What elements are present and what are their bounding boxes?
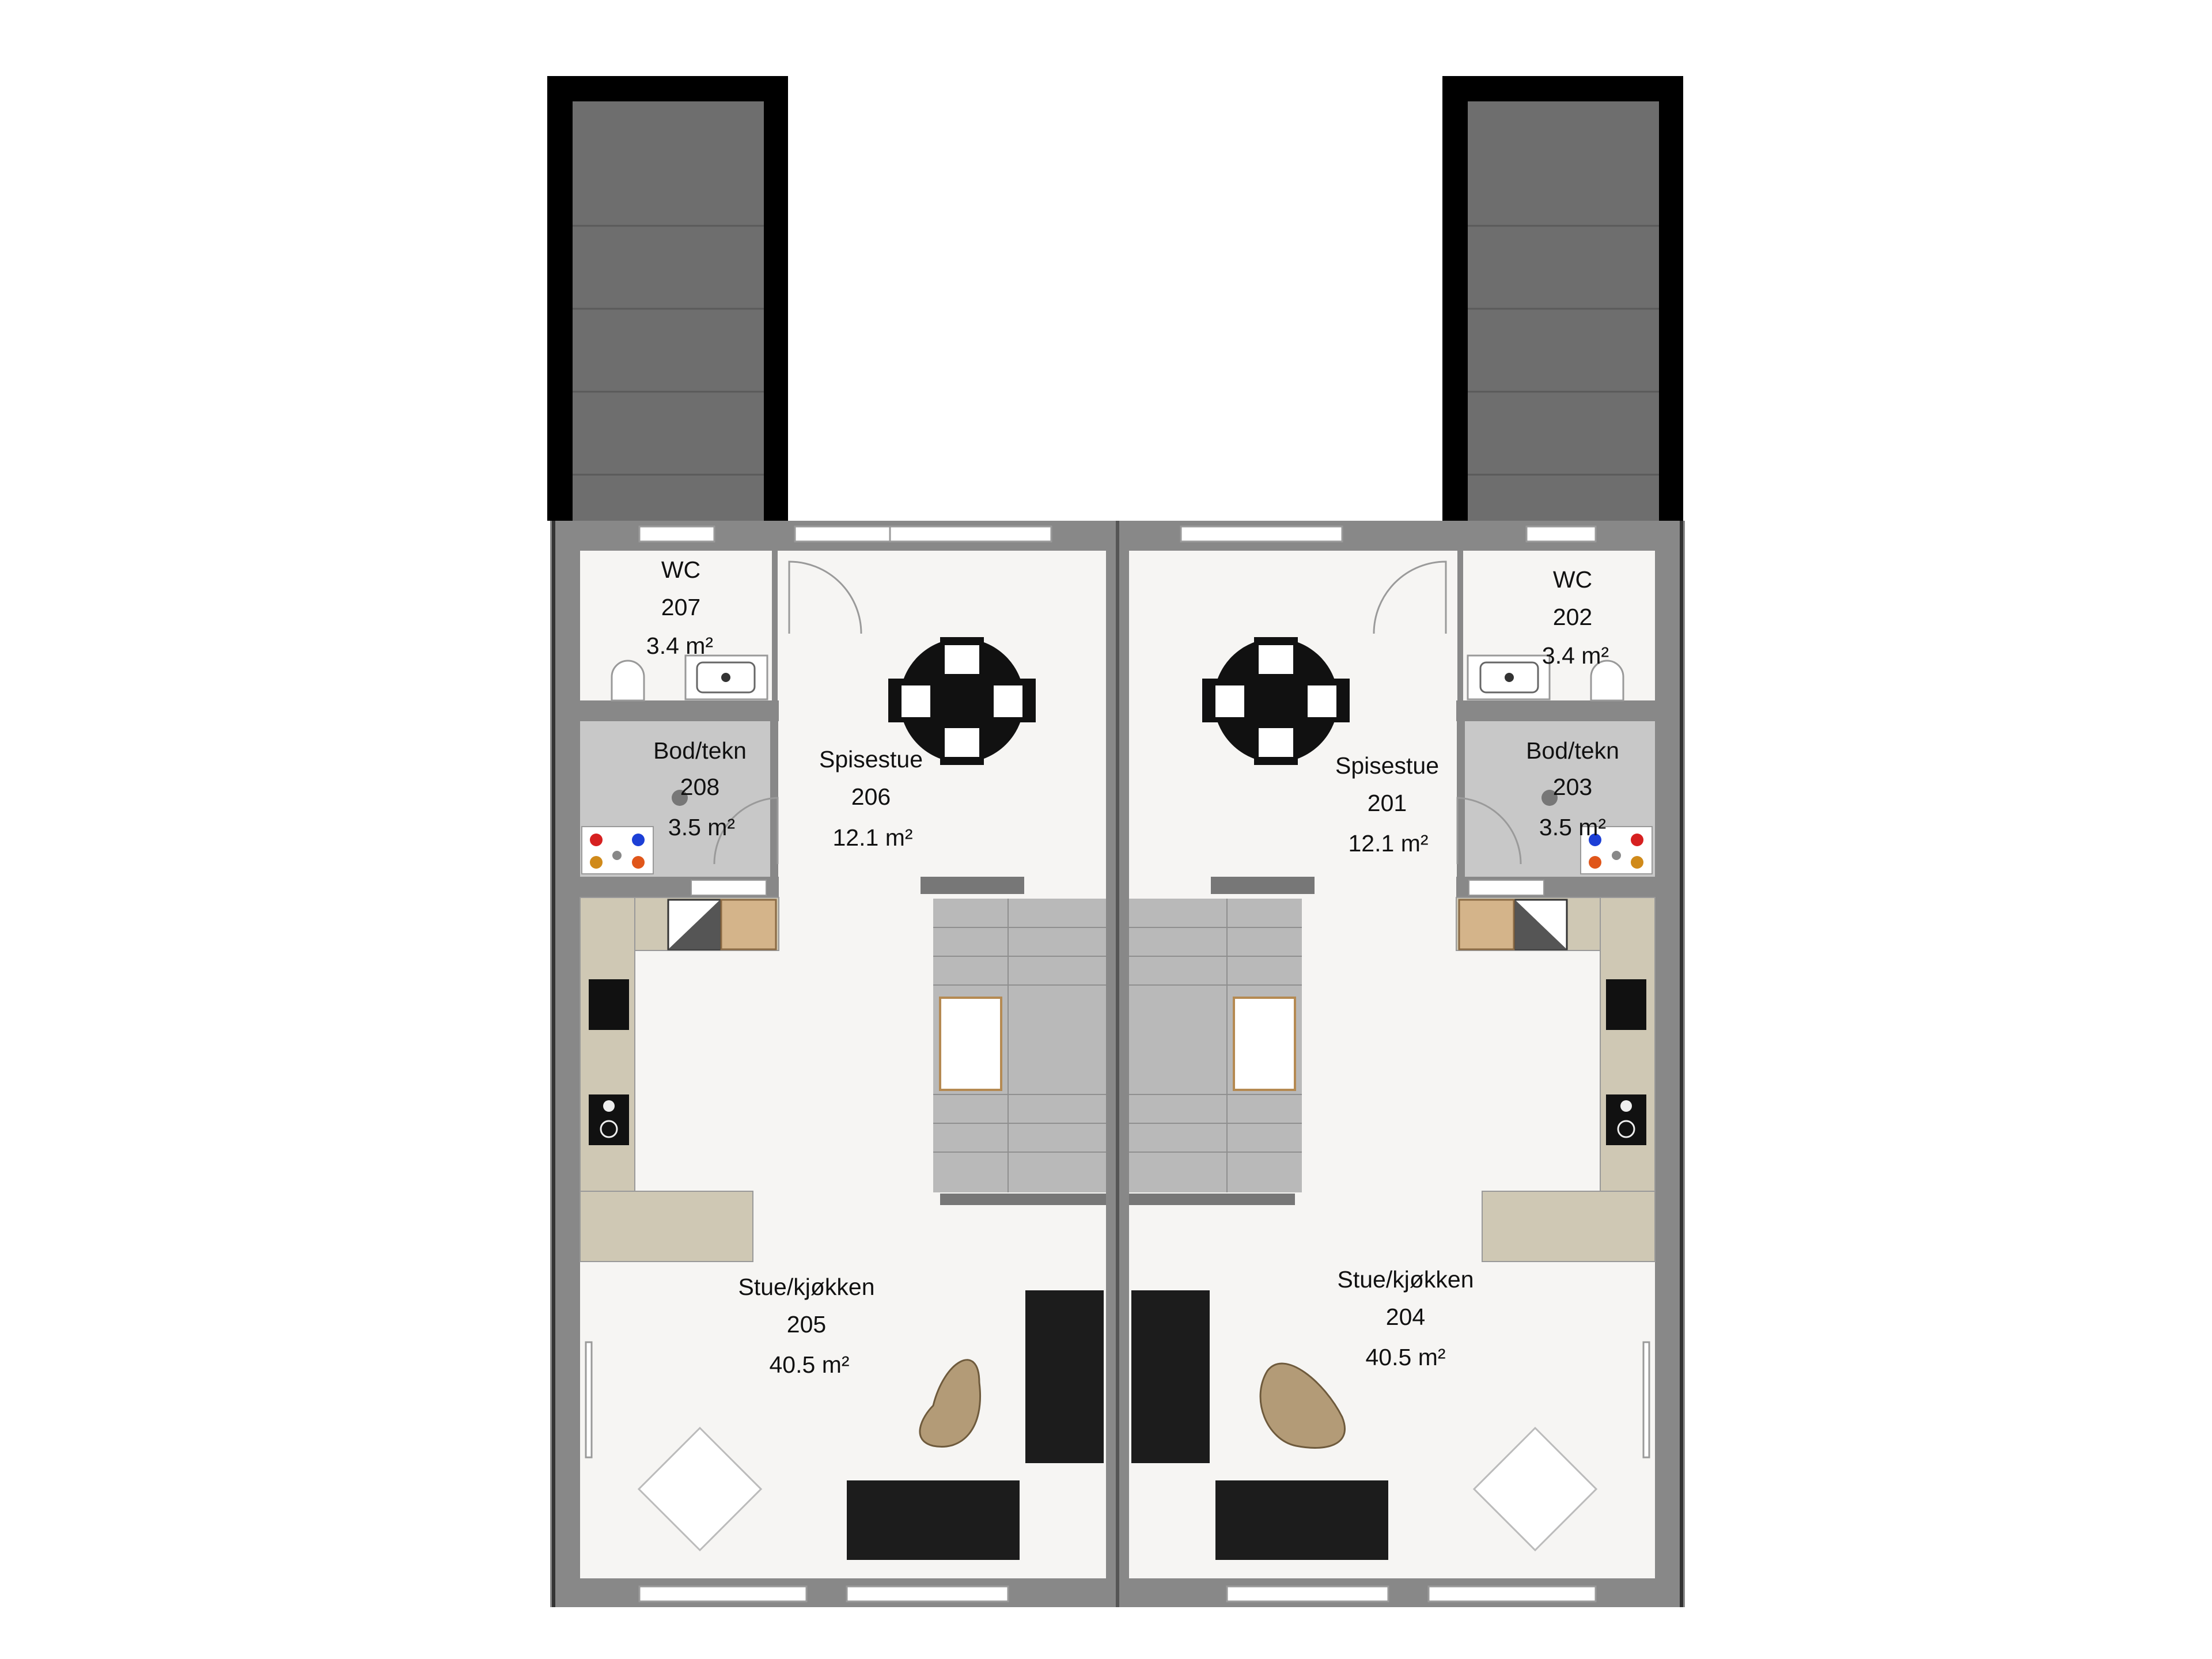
doors [713,560,1522,865]
living-furniture-right [1131,1290,1598,1560]
room-label-stue-204: Stue/kjøkken 204 40.5 m² [1338,1266,1474,1370]
room-label-bod-208: Bod/tekn 208 3.5 m² [653,737,747,840]
room-name: Stue/kjøkken [738,1274,875,1300]
room-label-spisestue-206: Spisestue 206 12.1 m² [819,746,923,851]
room-area: 3.5 m² [1539,814,1606,840]
interior-walls-left [580,551,1106,1205]
room-label-wc-207: WC 207 3.4 m² [646,556,713,659]
room-label-bod-203: Bod/tekn 203 3.5 m² [1526,737,1619,840]
room-number: 202 [1553,604,1592,630]
room-area: 12.1 m² [833,824,913,851]
staircase-right [1129,899,1302,1192]
room-number: 208 [680,774,719,800]
room-name: Spisestue [1335,752,1439,779]
room-name: Stue/kjøkken [1338,1266,1474,1293]
room-number: 204 [1386,1304,1425,1330]
room-name: WC [1553,566,1592,593]
room-name: WC [661,556,700,583]
terrace-right [1442,76,1683,521]
room-area: 12.1 m² [1349,830,1429,857]
tech-equipment-right [1541,790,1653,874]
room-number: 203 [1553,774,1592,800]
room-label-spisestue-201: Spisestue 201 12.1 m² [1335,752,1439,857]
room-area: 40.5 m² [1366,1344,1446,1370]
tech-equipment-left [581,790,688,874]
room-name: Spisestue [819,746,923,772]
room-number: 206 [851,783,891,810]
dining-table-left [888,637,1036,765]
room-area: 40.5 m² [770,1351,850,1378]
terrace-left [547,76,788,521]
room-number: 205 [787,1311,826,1338]
room-label-wc-202: WC 202 3.4 m² [1542,566,1609,669]
windows [585,525,1650,1603]
room-area: 3.4 m² [1542,642,1609,669]
kitchen-right [1456,880,1656,1262]
room-area: 3.5 m² [668,814,735,840]
kitchen-left [579,880,779,1262]
dining-table-right [1202,637,1350,765]
room-number: 201 [1368,790,1407,816]
room-name: Bod/tekn [653,737,747,764]
room-number: 207 [661,594,700,620]
wc-fixtures-right [1467,654,1624,702]
wc-fixtures-left [611,654,768,702]
room-name: Bod/tekn [1526,737,1619,764]
room-area: 3.4 m² [646,632,713,659]
living-furniture-left [637,1290,1104,1560]
room-label-stue-205: Stue/kjøkken 205 40.5 m² [738,1274,875,1378]
staircase-left [933,899,1106,1192]
